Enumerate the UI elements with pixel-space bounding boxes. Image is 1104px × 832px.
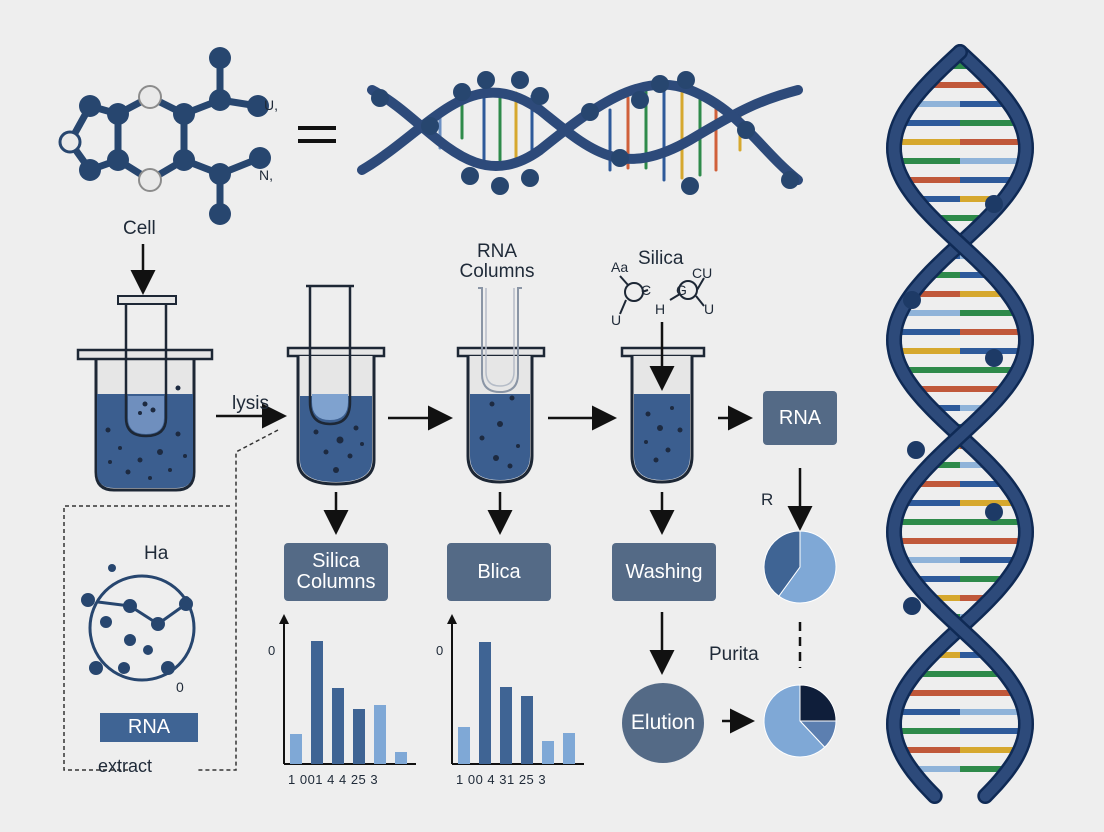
- mol-c-label: C: [641, 282, 652, 298]
- bar-chart-2-bar-3: [500, 687, 512, 764]
- pie-chart-2-slice-3: [763, 684, 826, 758]
- pie-chart-2-slice-1: [799, 684, 837, 722]
- elution-circle: Elution: [622, 683, 704, 763]
- purita-label: Purita: [709, 644, 759, 665]
- bar-chart-1-bar-5: [374, 705, 386, 764]
- extract-ha-label: Ha: [144, 543, 169, 564]
- tube-3: [456, 287, 546, 484]
- bar-chart-1-bar-2: [311, 641, 323, 764]
- r-label: R: [761, 490, 774, 509]
- bar-chart-1-bar-1: [290, 734, 302, 764]
- struct-u-label: U,: [264, 97, 278, 113]
- bar-chart-2-bar-5: [542, 741, 554, 764]
- helix-node-5: [985, 503, 1003, 521]
- tube-2: [286, 284, 386, 486]
- silica-columns-line1: Silica: [312, 550, 360, 572]
- helix-node-3: [985, 349, 1003, 367]
- extract-zero-label: 0: [176, 679, 184, 695]
- bar-chart-1-bar-6: [395, 752, 407, 764]
- pie-chart-1: [763, 530, 837, 604]
- bar-chart-1-x-ticks: 1 001 4 4 25 3: [288, 772, 379, 787]
- blica-box: Blica: [447, 543, 551, 601]
- mol-cu-label: CU: [692, 265, 713, 281]
- bar-chart-2-bar-4: [521, 696, 533, 764]
- rna-tag: RNA: [100, 713, 198, 742]
- helix-node-6: [903, 597, 921, 615]
- bar-chart-1-bar-3: [332, 688, 344, 764]
- bar-chart-1-y-tick: 0: [268, 643, 276, 658]
- struct-n-label: N,: [259, 167, 273, 183]
- mol-u-right-label: U: [704, 301, 715, 317]
- mol-a-label: Aa: [611, 259, 629, 275]
- bar-chart-2: [447, 614, 584, 765]
- dna-helix-right: [885, 44, 1035, 804]
- bar-chart-2-bar-2: [479, 642, 491, 764]
- helix-strand-b: [888, 46, 1032, 802]
- bar-chart-1-bar-4: [353, 709, 365, 764]
- pie-chart-1-slice-2: [763, 530, 801, 597]
- rna-box: RNA: [763, 391, 837, 445]
- lysis-label: lysis: [232, 393, 269, 414]
- rna-columns-label-top: RNA: [476, 241, 518, 262]
- bar-chart-2-bar-6: [563, 733, 575, 764]
- mol-u-left-label: U: [611, 312, 622, 328]
- dna-helix-top: [357, 71, 803, 195]
- extract-label: extract: [98, 756, 153, 776]
- molecule-structure: [66, 58, 262, 214]
- cell-label: Cell: [123, 218, 156, 239]
- silica-label: Silica: [638, 248, 684, 269]
- equals-sign: [298, 126, 336, 143]
- helix-node-4: [907, 441, 925, 459]
- rna-columns-label-bottom: Columns: [459, 261, 535, 282]
- pie-chart-2: [763, 684, 837, 758]
- mol-h-label: H: [655, 301, 666, 317]
- pie-chart-1-slice-1: [778, 530, 837, 604]
- bar-chart-2-bar-1: [458, 727, 470, 764]
- tube-4: [620, 346, 706, 484]
- molecule-atoms: [58, 47, 271, 225]
- silica-columns-line2: Columns: [296, 571, 376, 593]
- bar-chart-1: [279, 614, 416, 765]
- silica-molecule: [619, 275, 705, 315]
- bar-chart-1-axes: [279, 614, 416, 765]
- helix-strand-a: [888, 46, 1032, 802]
- bar-chart-2-x-ticks: 1 00 4 31 25 3: [456, 772, 547, 787]
- washing-box: Washing: [612, 543, 716, 601]
- bar-chart-2-y-tick: 0: [436, 643, 444, 658]
- extract-molecule: [81, 564, 196, 682]
- mol-g-label: G: [676, 282, 687, 298]
- bar-chart-2-axes: [447, 614, 584, 765]
- extract-frame: [63, 429, 279, 771]
- helix-node-2: [903, 291, 921, 309]
- beaker-1: [76, 295, 214, 492]
- helix-node-1: [985, 195, 1003, 213]
